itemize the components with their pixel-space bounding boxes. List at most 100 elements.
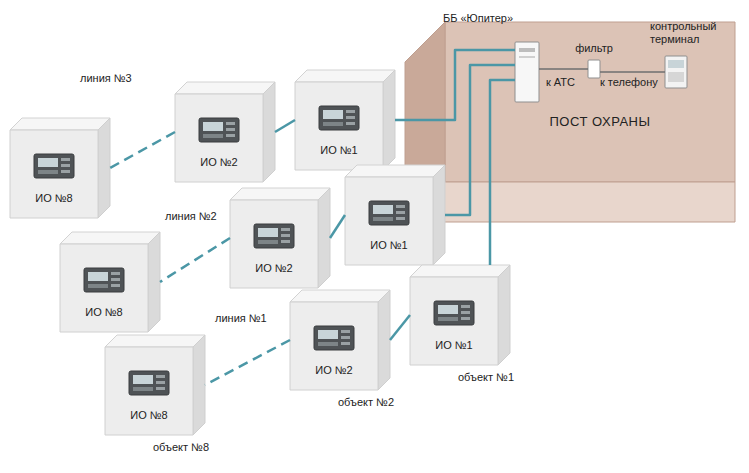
device-key [341,336,350,339]
terminal-case [665,56,687,88]
cube-top [10,118,110,130]
alarm-line-cable [330,215,345,238]
cube-top [290,290,390,302]
phone-wire [600,71,665,73]
bb-slot [519,56,535,58]
device-key [341,342,350,345]
object-box: ИО №1объект №1 [410,265,510,365]
room-back-wall [445,22,735,182]
device-key [461,305,470,308]
device-key [156,375,165,378]
shape-outline [665,56,687,88]
cube-front [230,200,318,288]
device-body [199,118,239,142]
device-key [396,211,405,214]
device-key [396,205,405,208]
device-key [461,311,470,314]
device-key [61,158,70,161]
alarm-line-cable [490,80,515,265]
term-box: контрольный терминал [665,56,687,88]
wire-label: к АТС [546,76,575,89]
phone-wire [539,68,588,70]
cube-front [175,94,263,182]
device-keypad [133,387,153,391]
node-label: ПОСТ ОХРАНЫ [525,114,675,130]
alarm-line-cable [160,238,230,282]
device-screen [203,122,223,131]
line-label: линия №1 [215,312,267,325]
node-label: ИО №2 [230,262,318,275]
device-key [346,122,355,125]
device-key [61,164,70,167]
cube-top [295,70,395,82]
node-label: ИО №1 [345,239,433,252]
cube-front [295,82,383,170]
node-label: ИО №8 [60,306,148,319]
alarm-line-cable [390,315,410,340]
cube-top [105,335,205,347]
cube-front [345,177,433,265]
filter-box: фильтр [588,60,600,78]
device-screen [318,330,338,339]
device-key [346,110,355,113]
alarm-line-cable [205,340,290,385]
device-keypad [323,122,343,126]
device-key [111,278,120,281]
shape-outline [588,60,600,78]
object-box: ИО №8 [60,232,160,332]
terminal-keys [668,72,684,82]
device-key [226,134,235,137]
cube-side [433,165,445,265]
device-key [156,387,165,390]
cube-top [60,232,160,244]
device-keypad [38,170,58,174]
shape-outline [515,42,539,102]
device-body [319,106,359,130]
cube-front [60,244,148,332]
device-key [346,116,355,119]
cube-front [10,130,98,218]
node-label: ИО №2 [290,364,378,377]
bb-case [515,42,539,102]
device-body [34,154,74,178]
device-keypad [438,317,458,321]
device-key [111,272,120,275]
device-key [156,381,165,384]
node-label: фильтр [574,42,614,55]
cube-front [290,302,378,390]
device-key [61,170,70,173]
node-label: ББ «Юпитер» [443,12,513,25]
node-label: ИО №8 [105,409,193,422]
cube-side [263,82,275,182]
alarm-line-cable [395,50,515,120]
node-label: ИО №1 [410,339,498,352]
cube-top [410,265,510,277]
device-key [461,317,470,320]
device-screen [323,110,343,119]
device-screen [88,272,108,281]
object-label: объект №8 [153,441,209,454]
object-box: ИО №8 [10,118,110,218]
bb-slot [519,48,535,52]
object-label: объект №1 [458,371,514,384]
cube-side [318,188,330,288]
object-box: ИО №2 [175,82,275,182]
device-body [434,301,474,325]
device-keypad [258,240,278,244]
device-key [341,330,350,333]
bb-box: ББ «Юпитер» [515,42,539,102]
device-key [281,228,290,231]
alarm-line-cable [275,120,295,132]
device-keypad [373,217,393,221]
object-box: ИО №1 [345,165,445,265]
room-box: ПОСТ ОХРАНЫ ББ «Юпитер» фильтр контрольный … [405,22,735,222]
cube-front [105,347,193,435]
cube-side [193,335,205,435]
cube-side [383,70,395,170]
room-floor [405,182,735,222]
device-body [84,268,124,292]
alarm-line-cable [110,132,175,168]
device-body [129,371,169,395]
device-keypad [203,134,223,138]
wire-label: к телефону [600,76,658,89]
